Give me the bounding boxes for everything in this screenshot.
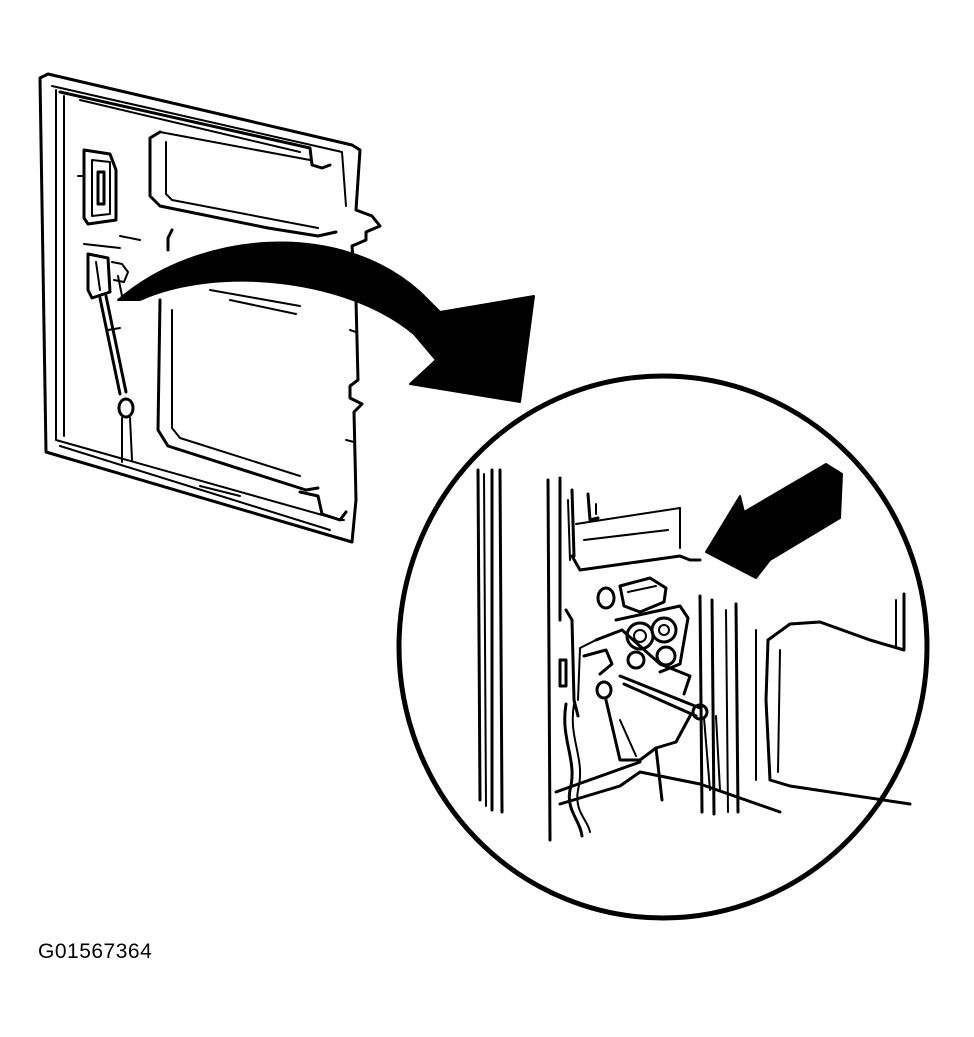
curved-arrow-icon (117, 241, 535, 403)
pointer-arrow-icon (705, 463, 843, 579)
door-panel (38, 72, 382, 544)
figure-id-label: G01567364 (38, 940, 153, 963)
latch-mechanism (554, 576, 782, 838)
magnifier-circle (396, 373, 930, 921)
detail-view (396, 373, 930, 921)
